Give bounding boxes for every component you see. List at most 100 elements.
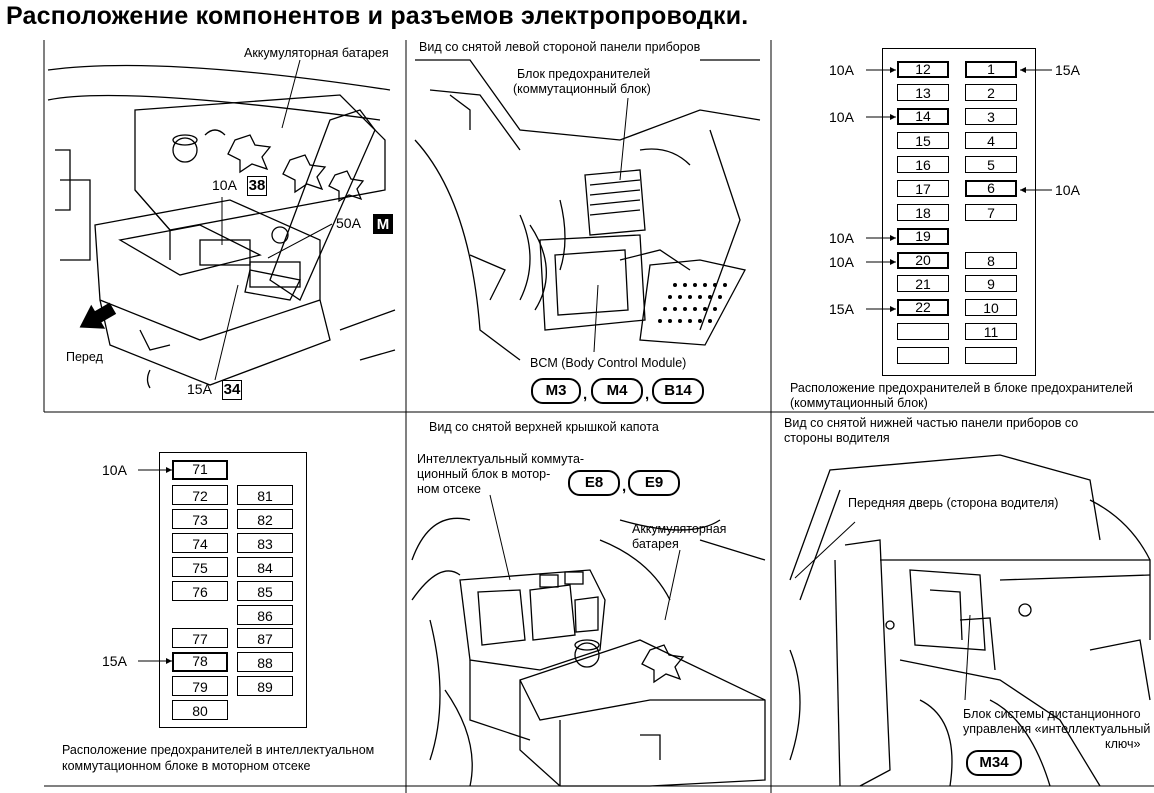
fuse-block-fuse [897,347,949,364]
fuse-block-fuse: 9 [965,275,1017,292]
fuse-block-frame [882,48,1036,376]
fuse-block-fuse: 11 [965,323,1017,340]
ipdm-caption-1: Расположение предохранителей в интеллект… [62,743,375,757]
ipdm-fuse: 82 [237,509,293,529]
rating-f19: 10A [829,230,854,246]
fuse-block-fuse: 17 [897,180,949,197]
view-label-hood: Вид со снятой верхней крышкой капота [429,420,659,434]
fuse-10a-rating: 10A [212,177,237,193]
fuse-block-fuse: 19 [897,228,949,245]
rating-f6: 10A [1055,182,1080,198]
front-label: Перед [66,350,103,364]
connector-m4: M4 [591,378,643,404]
fuse-50a-rating: 50A [336,215,361,231]
fuse-38-badge: 38 [247,176,267,196]
connector-m3: M3 [531,378,581,404]
fuse-block-leaders [866,67,1052,312]
ipdm-fuse: 84 [237,557,293,577]
fuse-block-fuse: 15 [897,132,949,149]
rating-f78: 15A [102,653,127,669]
rating-f71: 10A [102,462,127,478]
engine-bay-drawing [411,494,766,787]
view-label-driver-2: стороны водителя [784,431,890,445]
connector-b14: B14 [652,378,704,404]
fuse-block-fuse: 2 [965,84,1017,101]
ipdm-fuse: 87 [237,628,293,648]
ipdm-caption-2: коммутационном блоке в моторном отсеке [62,759,311,773]
connector-m34: M34 [966,750,1022,776]
keyless-label-3: ключ» [1105,737,1141,751]
fuse-block-fuse: 8 [965,252,1017,269]
fuse-block-fuse: 21 [897,275,949,292]
ipdm-fuse: 80 [172,700,228,720]
hood-battery-label-2: батарея [632,537,679,551]
ipdm-fuse: 77 [172,628,228,648]
driver-door-label: Передняя дверь (сторона водителя) [848,496,1059,510]
ipdm-fuse: 85 [237,581,293,601]
rating-f1: 15A [1055,62,1080,78]
ipdm-fuse: 75 [172,557,228,577]
view-label-dash-left: Вид со снятой левой стороной панели приб… [419,40,701,54]
battery-drawing [47,59,396,389]
ipdm-fuse: 83 [237,533,293,553]
rating-f22: 15A [829,301,854,317]
fuse-block-label-2: (коммутационный блок) [513,82,651,96]
ipdm-label-1: Интеллектуальный коммута- [417,452,585,466]
fuse-block-fuse: 14 [897,108,949,125]
rating-f20: 10A [829,254,854,270]
ipdm-fuse: 72 [172,485,228,505]
keyless-label-1: Блок системы дистанционного [963,707,1141,721]
fuse-block-fuse: 22 [897,299,949,316]
ipdm-fuse: 71 [172,460,228,480]
fuse-block-label-1: Блок предохранителей [517,67,651,81]
battery-label: Аккумуляторная батарея [244,46,389,60]
ipdm-fuse: 76 [172,581,228,601]
ipdm-label-2: ционный блок в мотор- [417,467,551,481]
ipdm-fuse: 86 [237,605,293,625]
fuse-block-fuse: 1 [965,61,1017,78]
fuse-block-fuse: 12 [897,61,949,78]
fuse-block-fuse [897,323,949,340]
rating-f14: 10A [829,109,854,125]
fuse-15a-rating: 15A [187,381,212,397]
fuse-block-fuse: 16 [897,156,949,173]
fuse-block-fuse: 7 [965,204,1017,221]
page-title: Расположение компонентов и разъемов элек… [6,2,749,30]
fuse-block-fuse: 4 [965,132,1017,149]
fuse-block-fuse: 18 [897,204,949,221]
ipdm-leaders [138,467,172,664]
bcm-label: BCM (Body Control Module) [530,356,687,370]
ipdm-fuse: 81 [237,485,293,505]
fuse-block-caption-2: (коммутационный блок) [790,396,928,410]
ipdm-fuse-frame [159,452,307,728]
fuse-block-fuse: 6 [965,180,1017,197]
fuse-m-badge: M [373,214,393,234]
connector-e9: E9 [628,470,680,496]
fuse-block-fuse: 20 [897,252,949,269]
ipdm-fuse: 74 [172,533,228,553]
ipdm-fuse: 89 [237,676,293,696]
view-label-driver-1: Вид со снятой нижней частью панели прибо… [784,416,1079,430]
ipdm-fuse: 78 [172,652,228,672]
ipdm-fuse: 73 [172,509,228,529]
ipdm-fuse: 79 [172,676,228,696]
fuse-34-badge: 34 [222,380,242,400]
fuse-block-fuse: 5 [965,156,1017,173]
fuse-block-fuse: 13 [897,84,949,101]
keyless-label-2: управления «интеллектуальный [963,722,1151,736]
fuse-block-caption-1: Расположение предохранителей в блоке пре… [790,381,1133,395]
fuse-block-fuse: 10 [965,299,1017,316]
bcm-drawing [414,59,761,361]
comma: , [583,386,588,403]
comma: , [622,478,627,495]
ipdm-fuse: 88 [237,652,293,672]
fuse-block-fuse: 3 [965,108,1017,125]
fuse-block-fuse [965,347,1017,364]
rating-f12: 10A [829,62,854,78]
hood-battery-label-1: Аккумуляторная [632,522,727,536]
connector-e8: E8 [568,470,620,496]
comma: , [645,386,650,403]
ipdm-label-3: ном отсеке [417,482,481,496]
